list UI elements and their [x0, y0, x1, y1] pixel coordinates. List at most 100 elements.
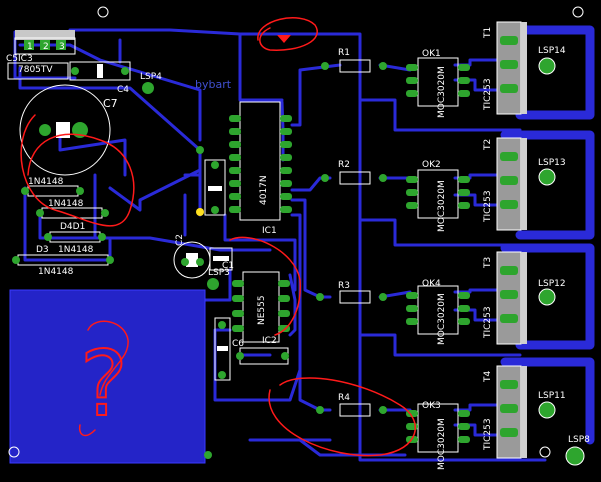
lsp13-ring [538, 168, 556, 186]
t2-pads [500, 152, 518, 209]
ok2-label: OK2 [422, 160, 441, 170]
r2-body [339, 171, 371, 185]
c2-label: C2 [175, 234, 185, 246]
power-rails [500, 25, 595, 445]
ok2-outline [417, 169, 459, 219]
c4-body [97, 64, 103, 78]
regulator-body [14, 37, 76, 55]
annotation-question-curl [78, 320, 129, 437]
via-pad [196, 146, 204, 154]
regulator-pin2-label: 2 [43, 42, 49, 52]
c5-label: C5 [6, 54, 18, 64]
ic2-ne555: NE555 IC2 [232, 271, 290, 346]
c2-pad-b [196, 258, 204, 266]
c6-outline [214, 317, 231, 381]
capacitor-c5b [236, 347, 289, 365]
annotation-left-loop [20, 114, 135, 227]
c3-outline [204, 159, 226, 216]
diode-1-pad-b [76, 187, 84, 195]
red-annotations [20, 17, 417, 457]
c1-outline [209, 247, 233, 271]
c4-pad-b [121, 67, 129, 75]
regulator-pin1-label: 1 [27, 42, 33, 52]
c4-label: C4 [117, 85, 129, 95]
regulator-tab [15, 30, 75, 40]
c5b-pad-a [236, 352, 244, 360]
lsp11-ring [538, 401, 556, 419]
lsp12-ring [538, 288, 556, 306]
lsp8-pad: LSP8 [565, 435, 590, 466]
c2-body [186, 253, 198, 267]
t3-label: T3 [483, 257, 493, 269]
c7-pad-a [39, 124, 51, 136]
regulator-pin2 [40, 40, 50, 50]
t3-tab [521, 252, 527, 344]
regulator-pin3 [56, 40, 66, 50]
ok4-pads [406, 292, 470, 325]
lsp4-label: LSP4 [140, 72, 162, 82]
lsp8-label: LSP8 [568, 435, 590, 445]
r2-label: R2 [338, 160, 350, 170]
r1-label: R1 [338, 48, 350, 58]
r1-pad-b [379, 62, 387, 70]
lsp13-pad: LSP13 [538, 158, 566, 186]
annotation-right-loop [268, 377, 417, 457]
diode-row-2: 1N4148 [36, 199, 109, 219]
capacitor-c4: C4 [69, 61, 131, 95]
t1-label: T1 [483, 27, 493, 39]
lsp4-ring [142, 82, 154, 94]
lsp13-label: LSP13 [538, 158, 566, 168]
corner-vias [8, 6, 584, 458]
annotation-top-loop [257, 17, 318, 51]
diode-d4: D4D1 1N4148 [44, 222, 106, 255]
ic1-outline [239, 101, 281, 221]
ic2-label: IC2 [262, 336, 277, 346]
r4-pad-b [379, 406, 387, 414]
d4-pad-a [44, 233, 52, 241]
marker-triangle [277, 35, 291, 43]
lsp3-pad: LSP3 [207, 268, 230, 290]
lsp12-label: LSP12 [538, 279, 566, 289]
via-bottom [204, 451, 212, 459]
triac-t2: T2 TIC253 [483, 137, 527, 231]
opto-ok1: OK1 MOC3020M [406, 49, 470, 118]
r3-body [339, 290, 371, 304]
opto-ok2: OK2 MOC3020M [406, 160, 470, 232]
c6-pad-b [218, 371, 226, 379]
t4-label: T4 [483, 371, 493, 383]
t2-part-label: TIC253 [483, 190, 493, 223]
diode-d3: D3 1N4148 [12, 245, 114, 277]
c7-outline [19, 84, 111, 176]
t1-part-label: TIC253 [483, 78, 493, 111]
c1-label: C1 [222, 261, 234, 271]
ok2-pads [406, 176, 470, 209]
ic1-4017: 4017N IC1 [229, 101, 292, 236]
c6-body [217, 346, 228, 351]
lsp8-ring [565, 446, 585, 466]
ic1-pads [229, 115, 292, 213]
annotation-ic2-loop [229, 236, 301, 336]
resistor-r4: R4 [316, 393, 387, 417]
r1-pad-a [321, 62, 329, 70]
lsp11-pad: LSP11 [538, 391, 566, 419]
r2-pad-a [321, 174, 329, 182]
d4-pad-b [98, 233, 106, 241]
capacitor-c3 [204, 159, 226, 216]
t1-pads [500, 36, 518, 93]
ic1-label: IC1 [262, 226, 277, 236]
resistor-r2: R2 [321, 160, 387, 185]
c3-pad-a [211, 161, 219, 169]
diode-2-label: 1N4148 [48, 199, 84, 209]
diode-row-1: 1N4148 [21, 177, 84, 197]
diode-1-pad-a [21, 187, 29, 195]
regulator-pin3-label: 3 [59, 42, 65, 52]
t2-label: T2 [483, 139, 493, 151]
t3-pads [500, 266, 518, 323]
led-marker [196, 146, 204, 216]
triac-t3: T3 TIC253 [483, 251, 527, 345]
regulator-part-label: 7805TV [18, 65, 53, 75]
lsp3-label: LSP3 [208, 268, 230, 278]
r3-pad-a [316, 293, 324, 301]
bybart-label: bybart [195, 78, 232, 91]
